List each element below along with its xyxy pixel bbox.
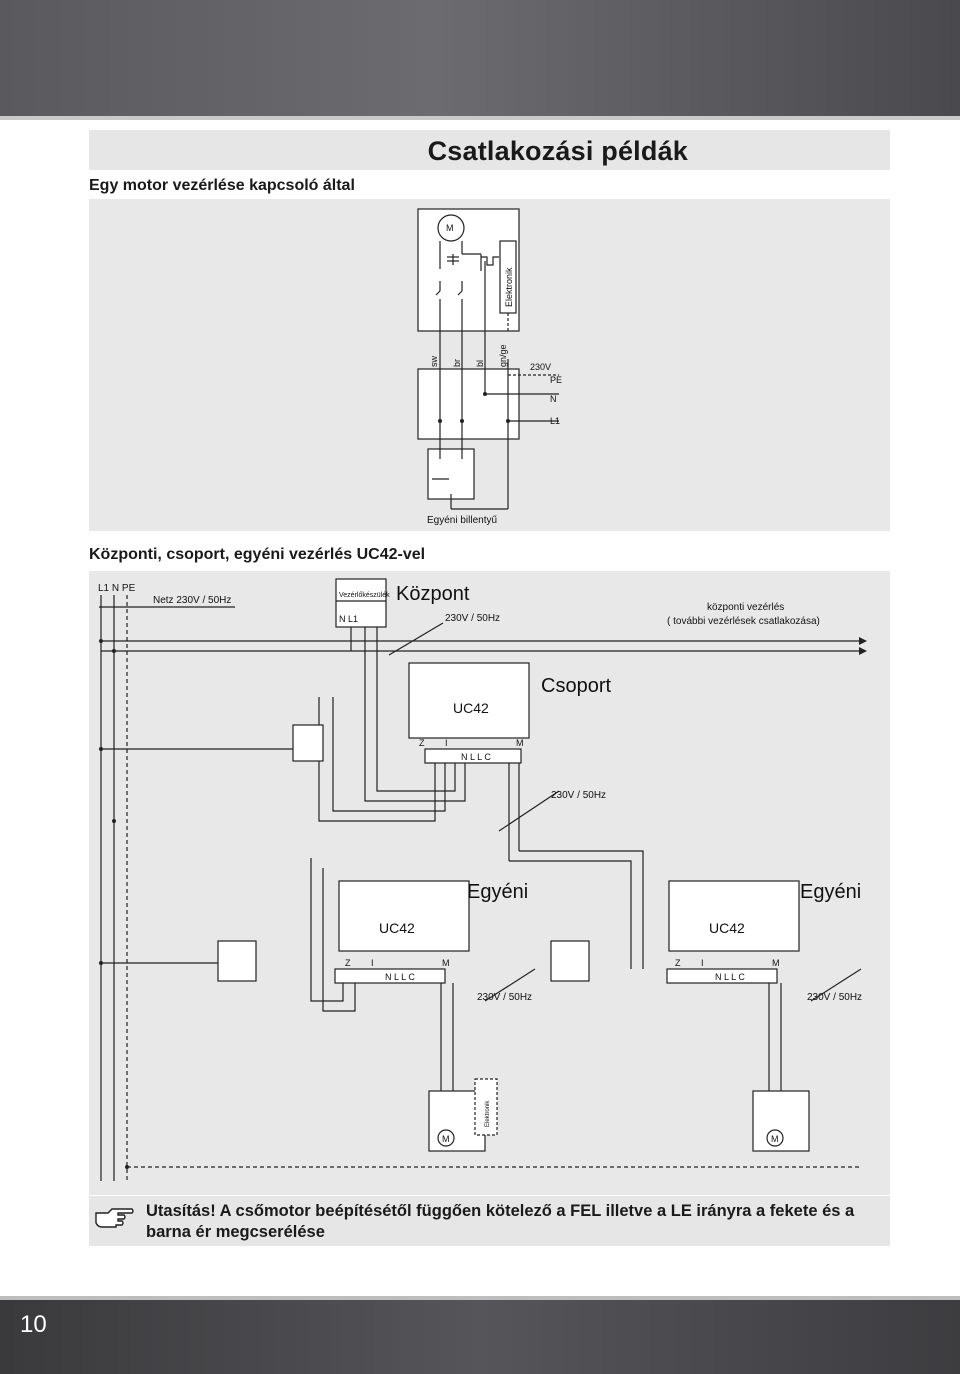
motor-icon [437, 214, 465, 242]
note-bar [89, 1196, 890, 1246]
motor-label: M [446, 223, 454, 233]
motor-left-label: M [442, 1134, 450, 1144]
supply-voltage: 230V [530, 362, 551, 372]
individual-switch [427, 448, 475, 500]
instruction-note: Utasítás! A csőmotor beépítésétől függőe… [146, 1202, 855, 1241]
individual-right-label: Egyéni [800, 881, 861, 903]
group-terminal-i: I [445, 738, 448, 748]
title-bar [89, 130, 890, 170]
single-motor-wiring-diagram: M Elektronik sw br bl gn/ge 230V PE N L1… [417, 208, 562, 526]
group-terminals-nllc: N L L C [461, 752, 491, 762]
supply-line-l1: L1 [550, 416, 560, 426]
individual-right-supply: 230V / 50Hz [807, 992, 862, 1003]
group-terminal-strip [424, 748, 522, 764]
central-label: Központ [396, 583, 470, 605]
electronics-label: Elektronik [504, 267, 514, 307]
left-terminal-m: M [442, 958, 450, 968]
right-terminal-m: M [772, 958, 780, 968]
footer-divider [0, 1296, 960, 1300]
group-uc42 [408, 662, 530, 739]
header-band [0, 0, 960, 116]
electronics-box-left [474, 1078, 498, 1136]
group-supply: 230V / 50Hz [551, 790, 606, 801]
page-title: Csatlakozási példák [427, 136, 688, 166]
left-terminals-nllc: N L L C [385, 972, 415, 982]
group-terminal-m: M [516, 738, 524, 748]
supply-line-n: N [550, 394, 557, 404]
control-terminals: N L1 [339, 614, 358, 624]
switch-caption: Egyéni billentyű [427, 515, 497, 526]
left-terminal-i: I [371, 958, 374, 968]
section1-heading: Egy motor vezérlése kapcsoló által [89, 177, 355, 194]
terminal-box [417, 368, 520, 440]
individual-uc42-left [338, 880, 470, 952]
central-supply: 230V / 50Hz [445, 613, 500, 624]
individual-uc42-right [668, 880, 800, 952]
control-device [335, 578, 387, 628]
central-note-line1: központi vezérlés [707, 602, 784, 613]
individual-left-supply: 230V / 50Hz [477, 992, 532, 1003]
group-switch [292, 724, 324, 762]
individual-left-model: UC42 [379, 920, 415, 936]
individual-left-label: Egyéni [467, 881, 528, 903]
mains-lines: L1 N PE [98, 583, 136, 594]
uc42-diagram-panel: L1 N PE Netz 230V / 50Hz Vezérlőkészülék… [89, 571, 890, 1195]
left-terminal-z: Z [345, 958, 351, 968]
single-motor-diagram-panel: M Elektronik sw br bl gn/ge 230V PE N L1… [89, 199, 890, 531]
control-device-label: Vezérlőkészülék [339, 592, 390, 599]
header-divider [0, 116, 960, 120]
left-terminal-strip [334, 968, 446, 984]
motor-icon-left [437, 1129, 455, 1147]
wire-label-sw: sw [429, 356, 439, 368]
right-terminal-i: I [701, 958, 704, 968]
right-terminals-nllc: N L L C [715, 972, 745, 982]
wire-label-gnge: gn/ge [498, 344, 508, 367]
group-label: Csoport [541, 675, 611, 697]
central-note-line2: ( további vezérlések csatlakozása) [667, 616, 820, 627]
electronics-label-left: Elektronik [485, 1100, 491, 1127]
right-terminal-z: Z [675, 958, 681, 968]
supply-line-pe: PE [550, 375, 562, 385]
motor-icon-right [766, 1129, 784, 1147]
mains-supply: Netz 230V / 50Hz [153, 595, 231, 606]
section2-heading: Központi, csoport, egyéni vezérlés UC42-… [89, 546, 426, 563]
pointing-hand-icon [95, 1208, 134, 1228]
wire-label-br: br [452, 359, 462, 367]
wire-label-bl: bl [475, 360, 485, 367]
individual-right-model: UC42 [709, 920, 745, 936]
group-unit-model: UC42 [453, 700, 489, 716]
uc42-wiring-diagram: L1 N PE Netz 230V / 50Hz Vezérlőkészülék… [98, 578, 867, 1181]
individual-switch-left [217, 940, 257, 982]
motor-right-label: M [771, 1134, 779, 1144]
individual-switch-right [550, 940, 590, 982]
group-terminal-z: Z [419, 738, 425, 748]
right-terminal-strip [666, 968, 778, 984]
footer-band [0, 1300, 960, 1374]
page-number: 10 [20, 1311, 47, 1338]
